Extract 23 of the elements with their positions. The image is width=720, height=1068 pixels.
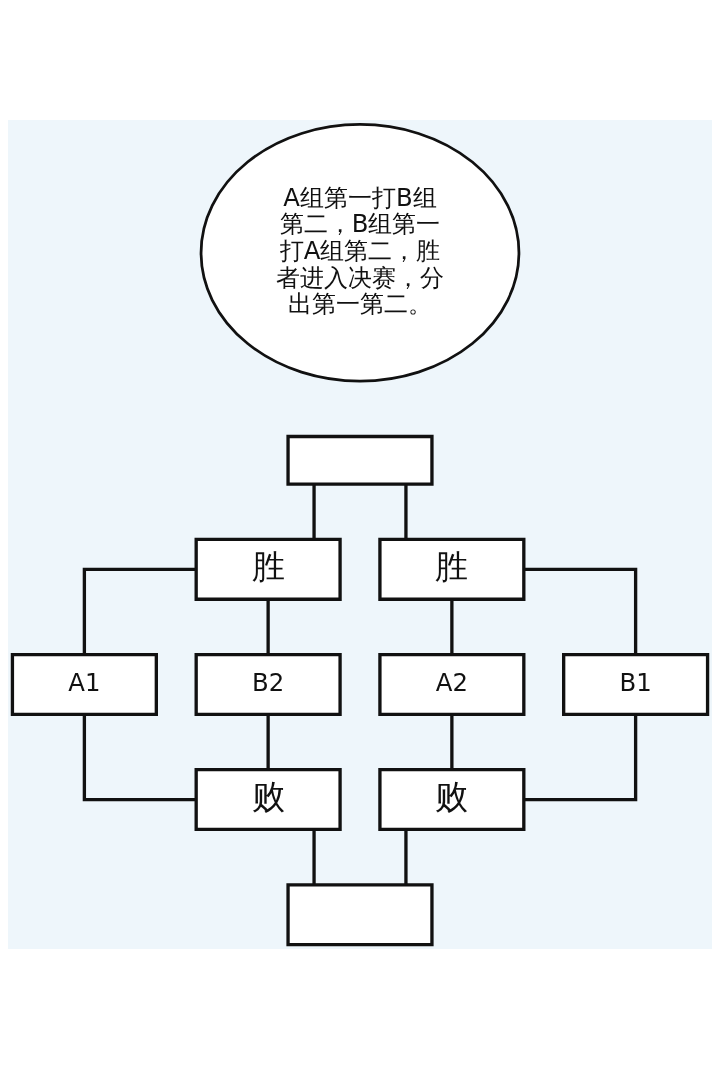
connector [523,713,638,801]
connector [312,484,316,539]
node-box [286,434,434,486]
node-box: B1 [562,652,710,716]
node-box: A1 [10,652,158,716]
node-box: 胜 [378,537,526,601]
connector [82,567,197,654]
node-box [286,882,434,946]
connector [82,713,197,801]
node-box: 败 [194,767,342,831]
connector [266,713,270,769]
connector [450,713,454,769]
connector [523,567,638,654]
connector [404,829,408,884]
connector [266,598,270,654]
node-box: B2 [194,652,342,716]
connector [450,598,454,654]
node-ellipse: A组第一打B组第二，B组第一打A组第二，胜者进入决赛，分出第一第二。 [199,122,521,382]
node-box: 败 [378,767,526,831]
node-box: 胜 [194,537,342,601]
connector [312,829,316,884]
connector [404,484,408,539]
node-box: A2 [378,652,526,716]
